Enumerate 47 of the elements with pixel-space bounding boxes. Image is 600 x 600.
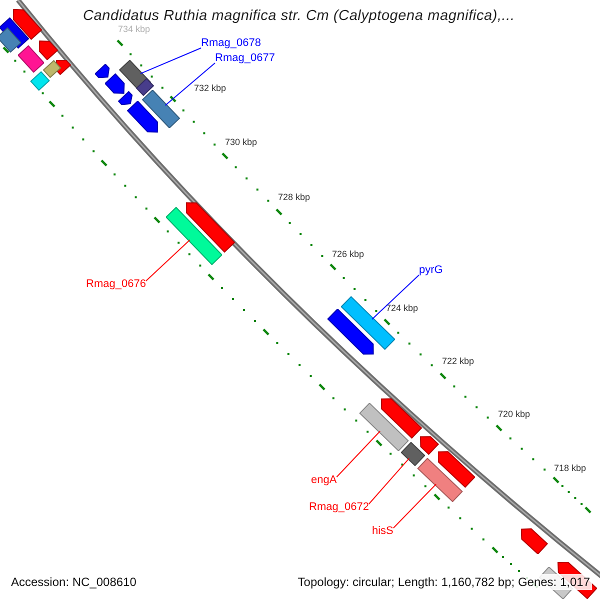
tick-label: 720 kbp <box>498 410 530 419</box>
leader-line <box>368 458 410 504</box>
gene-label: Rmag_0676 <box>86 279 146 290</box>
gene-feature <box>95 64 110 78</box>
tick-label: 734 kbp <box>118 25 150 34</box>
gene-feature <box>127 101 158 133</box>
gene-feature <box>521 528 548 554</box>
gene-segment <box>0 27 21 53</box>
genome-stats-text: Topology: circular; Length: 1,160,782 bp; Genes: 1,017 <box>296 574 592 590</box>
tick-label: 732 kbp <box>194 84 226 93</box>
gene-feature <box>186 202 235 253</box>
gene-segment <box>401 442 425 466</box>
gene-label: hisS <box>372 526 394 537</box>
leader-line <box>145 239 190 282</box>
gene-feature <box>438 451 475 488</box>
gene-segment <box>142 90 180 128</box>
gene-segment <box>359 403 409 451</box>
leader-line <box>336 430 381 478</box>
leader-line <box>140 48 202 74</box>
tick-label: 718 kbp <box>554 464 586 473</box>
gene-label: engA <box>311 475 337 486</box>
gene-label: Rmag_0677 <box>215 53 275 64</box>
gene-segment <box>18 45 44 73</box>
gene-label: pyrG <box>419 265 443 276</box>
gene-segment <box>166 207 222 265</box>
gene-segment <box>43 60 61 78</box>
gene-label: Rmag_0678 <box>201 38 261 49</box>
gene-feature <box>327 309 374 355</box>
map-title: Candidatus Ruthia magnifica str. Cm (Calyptogena magnifica),... <box>83 9 515 24</box>
tick-label: 726 kbp <box>332 250 364 259</box>
tick-label: 724 kbp <box>386 304 418 313</box>
tick-label: 722 kbp <box>442 357 474 366</box>
gene-feature <box>39 40 58 60</box>
gene-segment <box>30 71 50 91</box>
gene-label: Rmag_0672 <box>309 502 369 513</box>
gene-feature <box>420 436 439 455</box>
leader-line <box>392 484 437 528</box>
tick-label: 728 kbp <box>278 193 310 202</box>
gene-feature <box>105 73 125 94</box>
gene-segment <box>136 78 154 96</box>
gene-feature <box>381 398 422 439</box>
tick-label: 730 kbp <box>225 138 258 147</box>
leader-line <box>164 62 216 106</box>
gene-segment <box>417 458 463 502</box>
gene-feature <box>13 9 42 40</box>
accession-text: Accession: NC_008610 <box>9 574 138 590</box>
leader-line <box>372 274 420 320</box>
